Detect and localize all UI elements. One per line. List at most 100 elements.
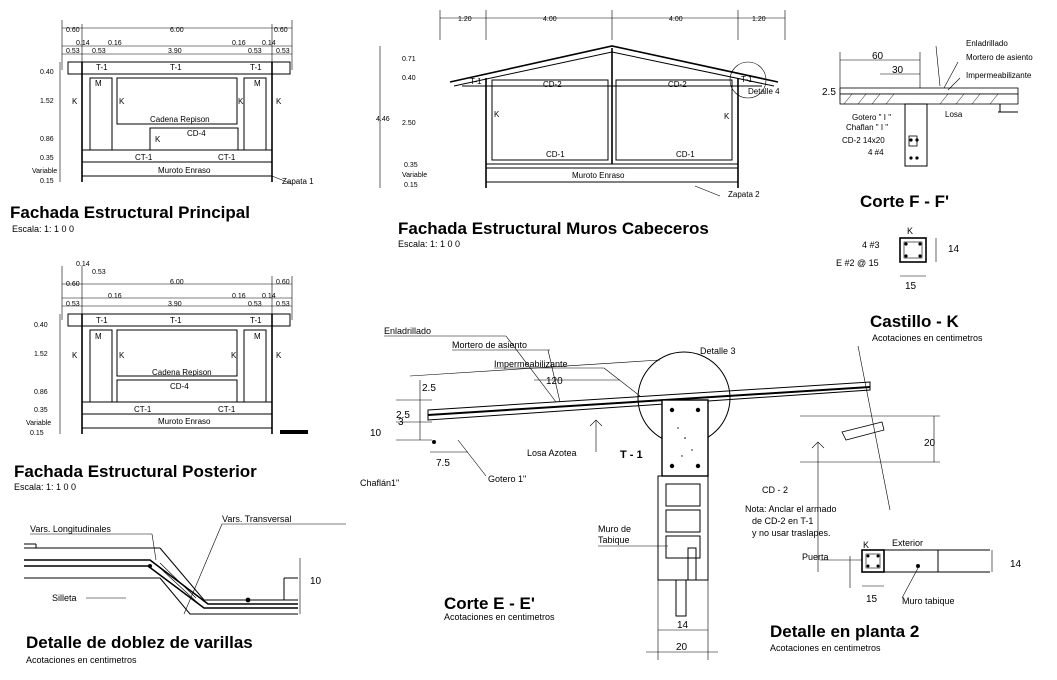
- corte-e-enladrillado: Enladrillado: [384, 326, 431, 336]
- planta2-dim-14: 14: [1010, 559, 1022, 570]
- dim-left-6: 0.15: [40, 178, 54, 185]
- corte-f-bars: 4 #4: [868, 148, 884, 157]
- post-col-k3: K: [231, 351, 237, 360]
- col-label-k1: K: [72, 97, 78, 106]
- dim-mid-2: 0.16: [108, 40, 122, 47]
- title-fachada-posterior: Fachada Estructural Posterior: [14, 462, 257, 481]
- post-cadena: Cadena Repison: [152, 368, 212, 377]
- cadena-label: Cadena Repison: [150, 115, 210, 124]
- post-col-k4: K: [276, 351, 282, 360]
- dim-row2-2: 0.53: [92, 48, 106, 55]
- beam-label-1: T-1: [96, 63, 108, 72]
- post-dim-row2-3: 0.53: [248, 301, 262, 308]
- ct-label-2: CT-1: [218, 153, 236, 162]
- castillo-bars: 4 #3: [862, 240, 880, 250]
- title-corte-f: Corte F - F': [860, 192, 949, 211]
- post-beam-2: T-1: [170, 316, 182, 325]
- title-castillo-k: Castillo - K: [870, 312, 960, 331]
- ct-label-1: CT-1: [135, 153, 153, 162]
- col-label-k3: K: [238, 97, 244, 106]
- beam-label-2: T-1: [170, 63, 182, 72]
- dim-mid-1: 0.14: [76, 40, 90, 47]
- corte-f-dim-60: 60: [872, 51, 884, 62]
- view-fachada-principal: 0.60 6.00 0.60 0.14 0.16 0.16 0.14 0.53 …: [10, 20, 314, 234]
- post-dim-top-2: 0.53: [92, 269, 106, 276]
- corte-e-imper: Impermeabilizante: [494, 359, 568, 369]
- doblez-dim-10: 10: [310, 576, 322, 587]
- post-beam-1: T-1: [96, 316, 108, 325]
- dim-row2-5: 0.53: [276, 48, 290, 55]
- view-corte-e: 14 20 20 2.5 2.5 3 10 7.5 120 Enla: [360, 326, 940, 660]
- title-muros-cabeceros: Fachada Estructural Muros Cabeceros: [398, 219, 709, 238]
- doblez-silleta: Silleta: [52, 593, 77, 603]
- cab-cd1-left: CD-1: [546, 150, 565, 159]
- dim-top-center: 6.00: [170, 27, 184, 34]
- dim-left-4: 0.35: [40, 155, 54, 162]
- post-cd4: CD-4: [170, 382, 189, 391]
- post-dim-row2-4: 0.53: [276, 301, 290, 308]
- cab-dim-top-1: 1.20: [458, 16, 472, 23]
- title-detalle-planta-2: Detalle en planta 2: [770, 622, 919, 641]
- cab-cd2-right: CD-2: [668, 80, 687, 89]
- corte-e-dim-3: 3: [398, 417, 404, 428]
- post-dim-left-2: 1.52: [34, 351, 48, 358]
- view-castillo-k: K 14 15 4 #3 E #2 @ 15 Castillo - K Acot…: [836, 226, 983, 343]
- col-label-k4: K: [276, 97, 282, 106]
- cab-k-left: K: [494, 110, 500, 119]
- post-dim-left-1: 0.40: [34, 322, 48, 329]
- cab-dim-left-4: 2.50: [402, 120, 416, 127]
- post-dim-row2-2: 3.90: [168, 301, 182, 308]
- post-dim-row2-1: 0.53: [66, 301, 80, 308]
- castillo-stirrups: E #2 @ 15: [836, 258, 879, 268]
- corte-e-losa: Losa Azotea: [527, 448, 577, 458]
- castillo-dim-14: 14: [948, 244, 960, 255]
- corte-e-dim-120: 120: [546, 376, 563, 387]
- cab-k-right: K: [724, 112, 730, 121]
- zapata-label: Zapata 1: [282, 177, 314, 186]
- post-beam-3: T-1: [250, 316, 262, 325]
- planta2-puerta: Puerta: [802, 552, 829, 562]
- cab-dim-left-5: 0.35: [404, 162, 418, 169]
- corte-e-cd2: CD - 2: [762, 485, 788, 495]
- scale-muros-cabeceros: Escala: 1: 1 0 0: [398, 239, 460, 249]
- post-ct-1: CT-1: [134, 405, 152, 414]
- doblez-long: Vars. Longitudinales: [30, 524, 111, 534]
- post-col-m1: M: [95, 332, 102, 341]
- col-label-m2: M: [254, 79, 261, 88]
- sub-castillo-k: Acotaciones en centimetros: [872, 333, 983, 343]
- cd4-label: CD-4: [187, 129, 206, 138]
- corte-e-dim-14: 14: [677, 620, 689, 631]
- doblez-trans: Vars. Transversal: [222, 514, 291, 524]
- view-muros-cabeceros: 1.20 4.00 4.00 1.20 T-1 T-1 CD-2 CD-2 CD…: [376, 10, 786, 249]
- title-detalle-doblez: Detalle de doblez de varillas: [26, 633, 253, 652]
- corte-f-cd2: CD-2 14x20: [842, 136, 885, 145]
- post-dim-top-5: 0.60: [276, 279, 290, 286]
- post-muro: Muroto Enraso: [158, 417, 211, 426]
- dim-left-5: Variable: [32, 168, 57, 175]
- cab-dim-top-3: 4.00: [669, 16, 683, 23]
- cab-dim-left-3: 4.46: [376, 116, 390, 123]
- corte-e-chaflan: Chaflán1": [360, 478, 399, 488]
- view-corte-f: 60 30 2.5 Enladrillado Mortero de asient…: [822, 39, 1033, 211]
- cab-muro: Muroto Enraso: [572, 171, 625, 180]
- cab-t1-right: T-1: [741, 75, 753, 84]
- castillo-k-label: K: [907, 226, 913, 236]
- sub-detalle-planta-2: Acotaciones en centimetros: [770, 643, 881, 653]
- corte-e-dim-25b: 2.5: [396, 410, 410, 421]
- post-dim-left-3: 0.86: [34, 389, 48, 396]
- corte-e-detalle3: Detalle 3: [700, 346, 736, 356]
- beam-label-3: T-1: [250, 63, 262, 72]
- dim-left-2: 1.52: [40, 98, 54, 105]
- dim-top-right: 0.60: [274, 27, 288, 34]
- corte-e-nota-3: y no usar traslapes.: [752, 528, 831, 538]
- corte-f-enladrillado: Enladrillado: [966, 39, 1008, 48]
- cab-detalle-4: Detalle 4: [748, 87, 780, 96]
- post-dim-left-6: 0.15: [30, 430, 44, 437]
- dim-row2-4: 0.53: [248, 48, 262, 55]
- dim-left-3: 0.86: [40, 136, 54, 143]
- cab-zapata: Zapata 2: [728, 190, 760, 199]
- post-dim-top-3: 0.60: [66, 281, 80, 288]
- post-dim-mid-2: 0.16: [232, 293, 246, 300]
- corte-f-mortero: Mortero de asiento: [966, 53, 1033, 62]
- cab-t1-left: T-1: [470, 77, 482, 86]
